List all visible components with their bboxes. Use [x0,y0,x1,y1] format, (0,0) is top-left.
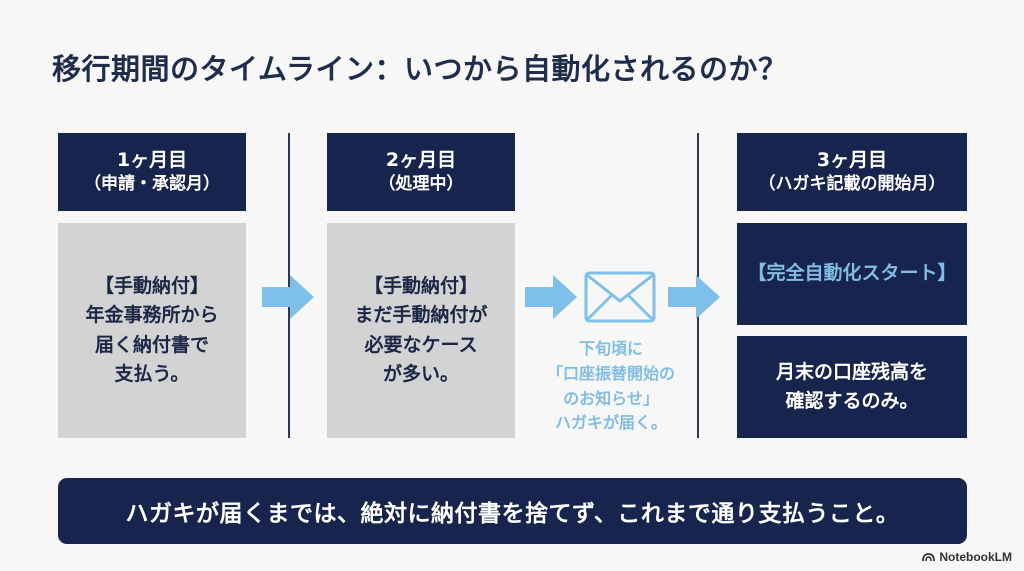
brand-label: NotebookLM [939,550,1012,564]
month3-header-label: 3ヶ月目 [816,148,888,171]
month2-body: 【手動納付】 まだ手動納付が 必要なケース が多い。 [327,223,515,438]
month2-header: 2ヶ月目 （処理中） [327,133,515,211]
arrow-right-icon [262,275,314,319]
month1-header-sublabel: （申請・承認月） [84,174,220,195]
notice-text: 下旬頃に 「口座振替開始の のお知らせ」 ハガキが届く。 [546,339,675,433]
envelope-icon [584,271,656,323]
month1-body: 【手動納付】 年金事務所から 届く納付書で 支払う。 [58,223,246,438]
notebooklm-logo-icon [922,553,936,562]
warning-banner: ハガキが届くまでは、絶対に納付書を捨てず、これまで通り支払うこと。 [58,478,967,544]
month3-header-sublabel: （ハガキ記載の開始月） [758,174,946,195]
month3-header: 3ヶ月目 （ハガキ記載の開始月） [737,133,967,211]
month2-header-sublabel: （処理中） [378,174,464,195]
month3-highlight: 【完全自動化スタート】 [737,223,967,325]
notebooklm-brand: NotebookLM [922,550,1012,564]
month2-header-label: 2ヶ月目 [385,148,457,171]
arrow-right-icon [668,275,720,319]
timeline-divider [288,133,290,438]
arrow-right-icon [525,275,577,319]
page-title: 移行期間のタイムライン：いつから自動化されるのか？ [52,52,788,86]
month1-header-label: 1ヶ月目 [116,148,188,171]
month3-body: 月末の口座残高を 確認するのみ。 [737,336,967,438]
month1-header: 1ヶ月目 （申請・承認月） [58,133,246,211]
